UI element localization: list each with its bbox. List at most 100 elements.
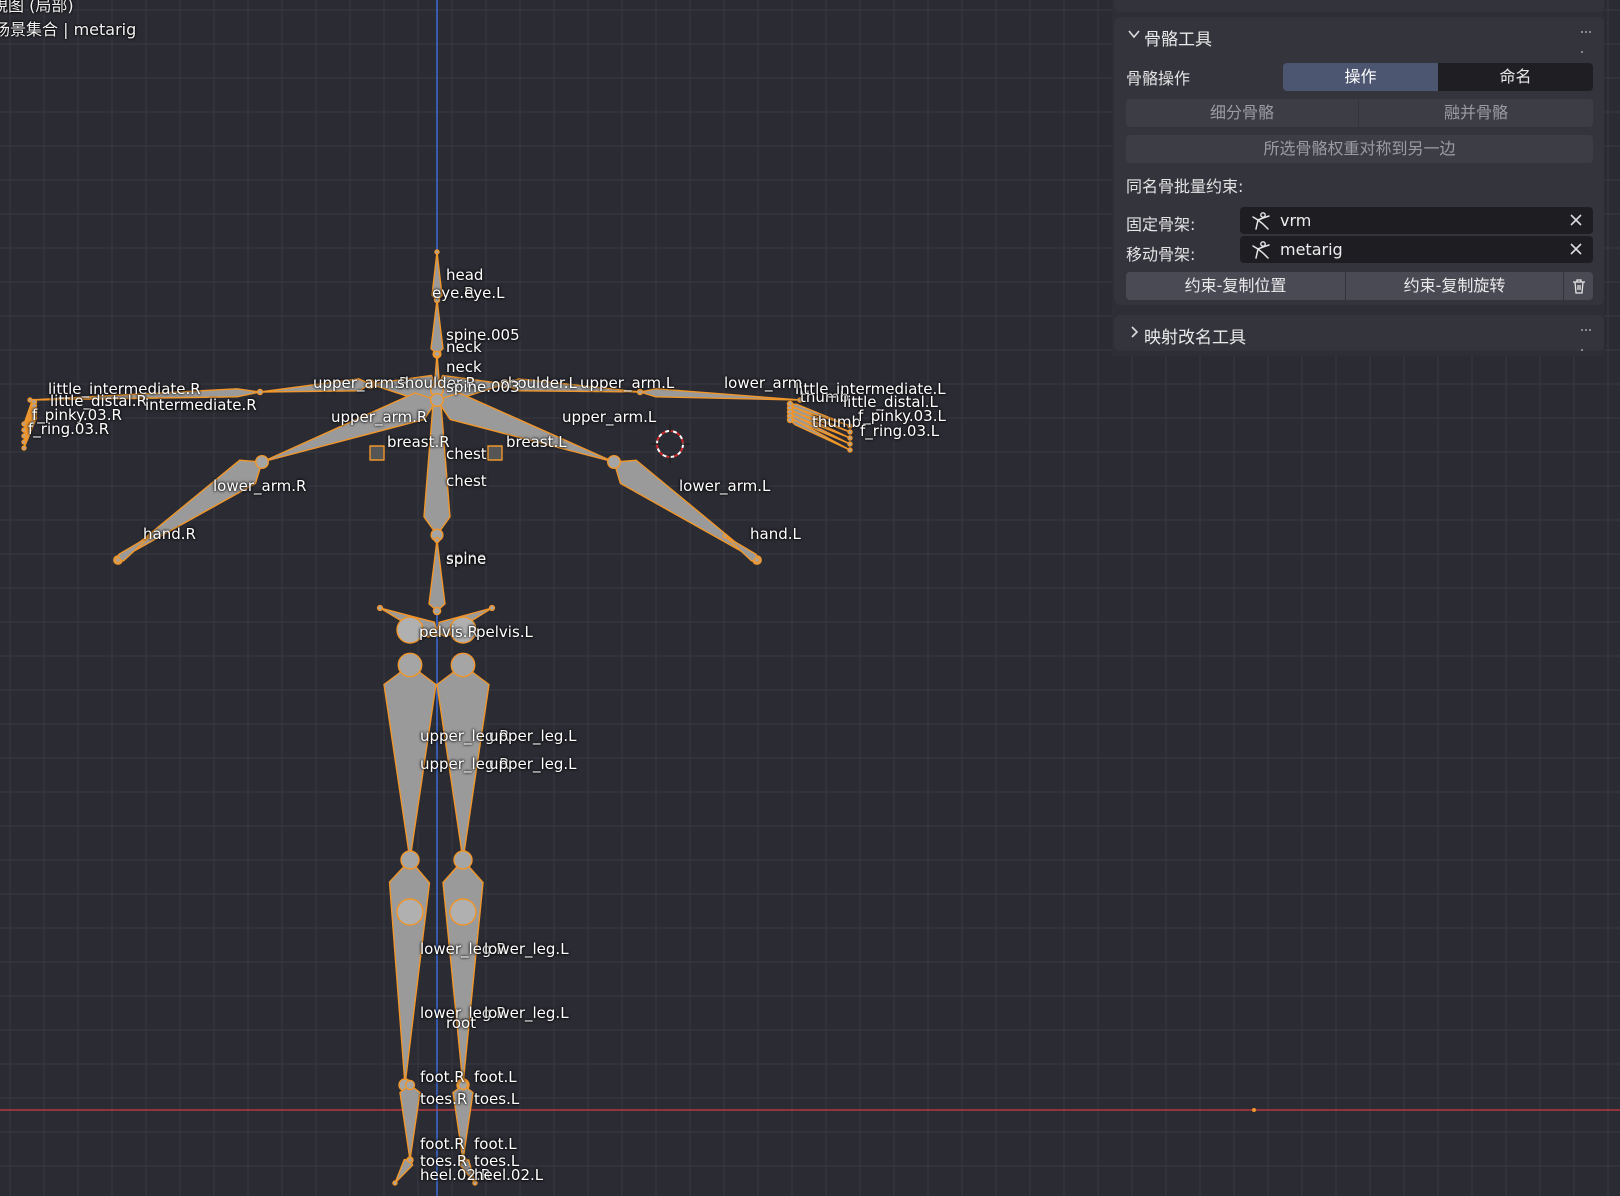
bone-joint (847, 447, 853, 453)
bone-label: spine (446, 550, 487, 568)
bone-label: upper_leg.R (420, 727, 510, 745)
bone-label: lower_arm (724, 374, 803, 392)
bone-joint (449, 616, 477, 644)
mirror-weights-button[interactable]: 所选骨骼权重对称到另一边 (1126, 135, 1593, 163)
bone-joint (797, 397, 803, 403)
bone-joint (147, 533, 153, 539)
bone-joint (21, 445, 27, 451)
bone-joint (847, 435, 853, 441)
bone-label: chest (446, 445, 487, 463)
moving-armature-field[interactable]: metarig (1240, 236, 1593, 263)
bone-joint (847, 423, 853, 429)
world-origin-dot (1252, 1108, 1256, 1112)
moving-armature-label: 移动骨架: (1126, 245, 1196, 264)
bone-joint (847, 441, 853, 447)
bone-joint (433, 536, 441, 544)
bone-label: spine.005 (446, 326, 520, 344)
bone-joint (457, 1079, 469, 1091)
bone-label: little_distal.L (843, 393, 938, 411)
bone-joint (396, 616, 424, 644)
bone-label: root (446, 1014, 477, 1032)
3d-cursor-icon (650, 424, 690, 464)
breast-bone-marker (369, 445, 385, 461)
bone-joint (256, 388, 264, 396)
bone-joint (254, 455, 269, 470)
bone-label: hand.R (143, 525, 196, 543)
drag-handle-icon[interactable] (1580, 31, 1594, 53)
collapsed-panel-above[interactable] (1114, 0, 1604, 12)
bone-label: toes.L (474, 1090, 520, 1108)
bone-joint (607, 455, 622, 470)
bone-label: f_ring.03.L (860, 422, 940, 440)
merge-bones-button[interactable]: 融并骨骼 (1359, 99, 1593, 127)
bone-tools-title: 骨骼工具 (1144, 30, 1212, 50)
bone-joint (30, 414, 38, 422)
bone-label: toes.R (420, 1152, 468, 1170)
bone-label: spine.003 (446, 378, 520, 396)
fixed-armature-value: vrm (1280, 211, 1312, 230)
mapping-rename-panel-header[interactable]: 映射改名工具 (1114, 315, 1604, 351)
bone-label: lower_leg.R (420, 1004, 507, 1022)
bone-shape (442, 859, 484, 1086)
bone-label: chest (446, 472, 487, 490)
bone-label: head (446, 266, 484, 284)
bone-ops-tabs: 操作 命名 (1283, 63, 1593, 91)
chevron-down-icon (1128, 30, 1140, 39)
bone-label: toes.L (474, 1152, 520, 1170)
bone-label: eye.L (464, 284, 505, 302)
bone-shape (430, 299, 444, 355)
bone-shape (399, 1084, 421, 1161)
subdivide-bones-button[interactable]: 细分骨骼 (1126, 99, 1358, 127)
bone-joint (376, 604, 384, 612)
bone-label: breast.L (506, 433, 567, 451)
trash-icon (1572, 279, 1585, 294)
bone-joint (433, 350, 441, 358)
bone-label: foot.L (474, 1068, 517, 1086)
bone-joint (449, 898, 477, 926)
copy-rotation-constraint-button[interactable]: 约束-复制旋转 (1346, 272, 1563, 300)
armature-icon (1252, 212, 1270, 230)
tab-naming[interactable]: 命名 (1438, 63, 1593, 91)
copy-location-constraint-button[interactable]: 约束-复制位置 (1126, 272, 1345, 300)
bone-label: eye.R (432, 284, 475, 302)
fixed-armature-field[interactable]: vrm (1240, 207, 1593, 234)
bone-joint (453, 850, 473, 870)
bone-label: pelvis.L (476, 623, 533, 641)
bone-joint (397, 652, 423, 678)
bone-joint (450, 652, 476, 678)
bone-label: f_ring.03.R (28, 420, 110, 438)
bone-joint (432, 606, 442, 616)
bone-label: intermediate.R (145, 396, 257, 414)
bone-joint (432, 627, 442, 637)
bone-label: little_intermediate.L (795, 380, 946, 398)
close-icon[interactable] (1569, 213, 1583, 227)
close-icon[interactable] (1569, 242, 1583, 256)
bone-joint (430, 393, 445, 408)
bone-label: heel.02.L (474, 1166, 544, 1184)
bone-label: foot.R (420, 1068, 465, 1086)
bone-joint (488, 604, 496, 612)
delete-constraints-button[interactable] (1564, 272, 1593, 300)
bone-joint (786, 416, 794, 424)
mapping-rename-title: 映射改名工具 (1144, 328, 1246, 348)
bone-joint (366, 380, 374, 388)
bone-joint (406, 1156, 414, 1164)
bone-label: upper_arm.R (331, 408, 428, 426)
bone-label: little_intermediate.R (48, 380, 201, 398)
chevron-right-icon (1131, 326, 1139, 338)
mapping-rename-panel: 映射改名工具 (1114, 315, 1604, 351)
tab-operate[interactable]: 操作 (1283, 63, 1438, 91)
bone-joint (392, 1180, 398, 1186)
bone-label: lower_leg.L (484, 1004, 569, 1022)
moving-armature-value: metarig (1280, 240, 1343, 259)
bone-label: lower_leg.L (484, 940, 569, 958)
bone-tools-panel-header[interactable]: 骨骼工具 (1114, 17, 1604, 53)
bone-joint (636, 388, 644, 396)
bone-label: hand.L (750, 525, 801, 543)
bone-label: thumb (800, 388, 850, 406)
bone-label: lower_arm.R (213, 477, 307, 495)
bone-label: little_distal.R (50, 392, 147, 410)
drag-handle-icon[interactable] (1580, 329, 1594, 351)
